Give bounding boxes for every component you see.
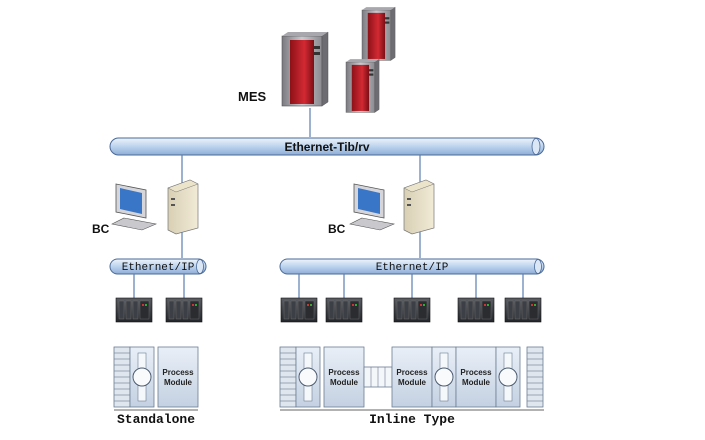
- process-module: [157, 346, 199, 408]
- server-icon: [281, 31, 329, 107]
- robot-icon: [295, 346, 321, 408]
- process-module: [391, 346, 433, 408]
- robot-icon: [495, 346, 521, 408]
- main-ethernet-bus: [109, 137, 545, 156]
- process-module: [323, 346, 365, 408]
- process-module-label: Module: [398, 378, 427, 387]
- plc-icon: [115, 297, 153, 323]
- process-module: [455, 346, 497, 408]
- plc-icon: [280, 297, 318, 323]
- plc-icon: [393, 297, 431, 323]
- standalone-label: Standalone: [117, 412, 195, 427]
- process-module-label: Process: [396, 368, 428, 377]
- bc-right-label: BC: [328, 222, 346, 236]
- monitor-icon: [111, 183, 158, 231]
- plc-icon: [165, 297, 203, 323]
- process-module-label: Module: [462, 378, 491, 387]
- main-bus-label: Ethernet-Tib/rv: [284, 140, 369, 154]
- standalone-tool: Process Module: [113, 346, 199, 408]
- inline-tool: Process Module Process Module Process Mo…: [279, 346, 544, 408]
- plc-icon: [457, 297, 495, 323]
- loadport-icon: [279, 346, 297, 408]
- pc-tower-icon: [403, 179, 435, 235]
- server-icon: [345, 58, 380, 113]
- plc-connectors: [133, 274, 524, 300]
- inline-label: Inline Type: [369, 412, 455, 427]
- robot-icon: [129, 346, 155, 408]
- process-module-label: Process: [328, 368, 360, 377]
- left-ethernet-ip-bus: [109, 258, 207, 275]
- process-module-label: Process: [162, 368, 194, 377]
- mes-server-group: [281, 6, 396, 113]
- loadport-icon: [526, 346, 544, 408]
- monitor-icon: [349, 183, 396, 231]
- left-bus-label: Ethernet/IP: [122, 262, 195, 274]
- conveyor-link: [363, 366, 393, 388]
- server-icon: [361, 6, 396, 61]
- plc-icon: [504, 297, 542, 323]
- process-module-label: Process: [460, 368, 492, 377]
- plc-icon: [325, 297, 363, 323]
- loadport-icon: [113, 346, 131, 408]
- pc-tower-icon: [167, 179, 199, 235]
- mes-label: MES: [238, 89, 267, 104]
- bc-left-label: BC: [92, 222, 110, 236]
- process-module-label: Module: [164, 378, 193, 387]
- process-module-label: Module: [330, 378, 359, 387]
- right-bus-label: Ethernet/IP: [376, 262, 449, 274]
- robot-icon: [431, 346, 457, 408]
